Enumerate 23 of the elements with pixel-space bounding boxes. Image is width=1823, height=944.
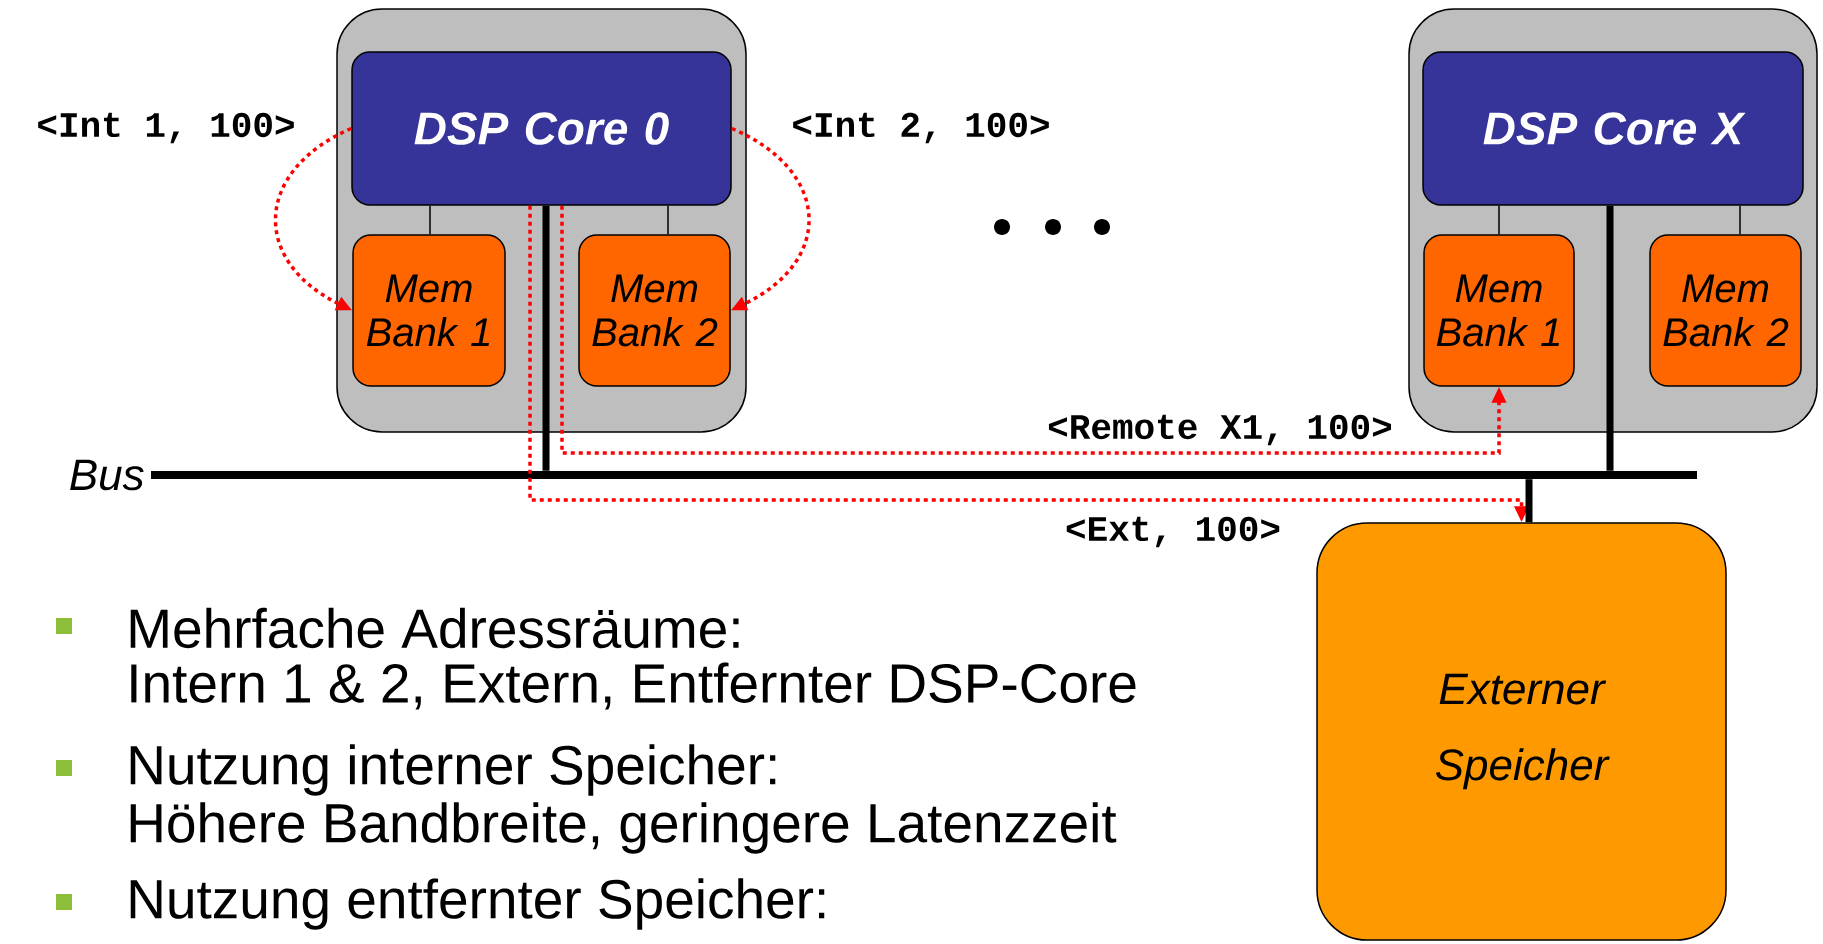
arrow (730, 126, 811, 311)
edge-label: <Int 1, 100> (34, 110, 298, 146)
core-box: DSP Core X (1422, 51, 1804, 206)
bullet-item: Nutzung interner Speicher: (56, 744, 776, 796)
memory-bank-box: Mem Bank 2 (1649, 234, 1802, 387)
edge-label: <Remote X1, 100> (1045, 412, 1395, 448)
arrow (273, 126, 353, 311)
connector-line (1498, 205, 1500, 235)
text-line: Höhere Bandbreite, geringere Latenzzeit (130, 802, 1117, 854)
bus-line: Bus (70, 459, 1697, 491)
connector-line (667, 205, 669, 235)
bullet-item: Nutzung entfernter Speicher: (56, 878, 825, 930)
edge-label: <Ext, 100> (1063, 514, 1284, 550)
core-box: DSP Core 0 (351, 51, 732, 206)
connector-line (1739, 205, 1741, 235)
connector-line (429, 205, 431, 235)
bullet-item: Mehrfache Adressräume: (56, 607, 739, 649)
edge-label: <Int 2, 100> (789, 110, 1053, 146)
memory-bank-box: Mem Bank 2 (578, 234, 731, 387)
memory-bank-box: Mem Bank 1 (352, 234, 506, 387)
memory-box: Externer Speicher (1316, 522, 1727, 941)
memory-bank-box: Mem Bank 1 (1423, 234, 1575, 387)
text-line: Intern 1 & 2, Extern, Entfernter DSP-Core (131, 662, 1136, 710)
